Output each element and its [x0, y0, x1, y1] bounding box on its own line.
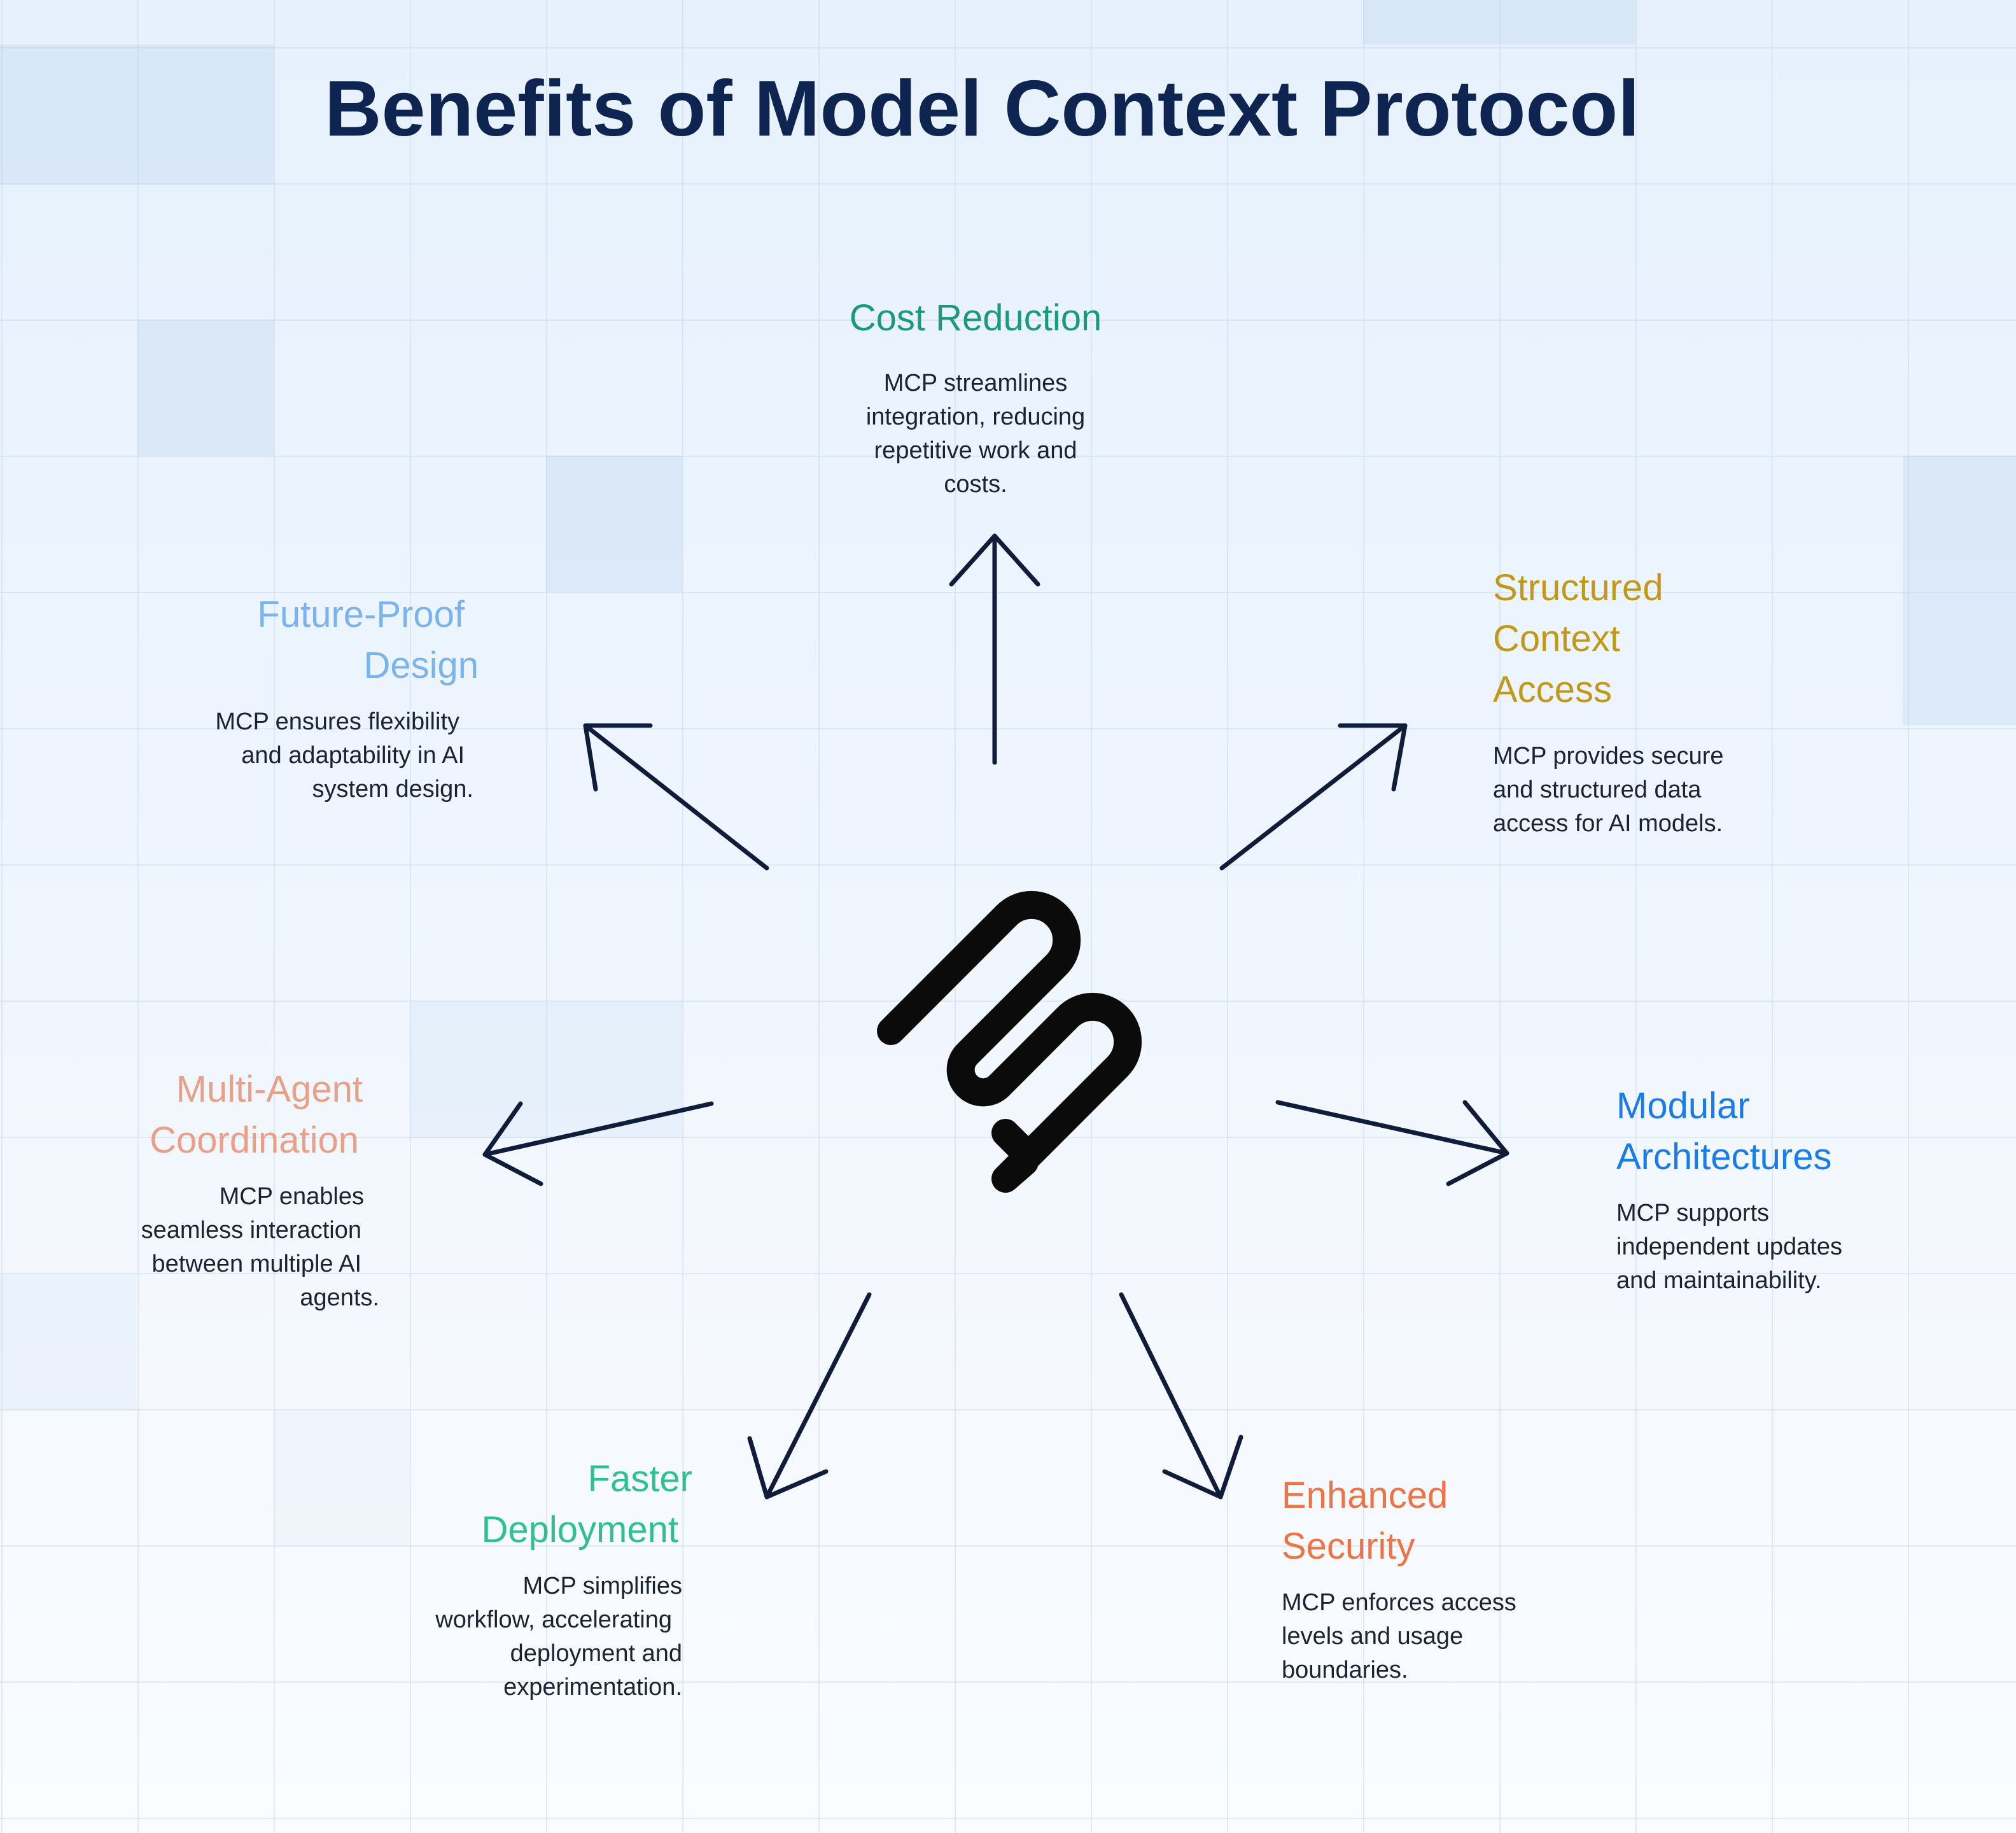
arrow-down-left: [747, 1292, 872, 1499]
desc-line: and maintainability.: [1616, 1267, 1822, 1294]
heading-line: Deployment: [481, 1509, 678, 1550]
arrow-up-right: [1219, 723, 1408, 871]
heading-line: Multi-Agent: [176, 1069, 363, 1110]
benefit-heading-modular-architectures: Modular Architectures: [1616, 1081, 1973, 1183]
heading-line: Architectures: [1616, 1136, 1832, 1177]
arrow-right: [1275, 1100, 1509, 1186]
benefit-heading-multi-agent-coordination: Multi-Agent Coordination: [95, 1064, 363, 1166]
heading-line: Future-Proof: [257, 594, 465, 635]
heading-line: Structured: [1493, 567, 1663, 608]
desc-line: seamless interaction: [141, 1217, 361, 1244]
desc-line: MCP simplifies: [522, 1573, 682, 1599]
benefit-desc-future-proof-design: MCP ensures flexibility and adaptability…: [153, 705, 473, 806]
desc-line: MCP supports: [1616, 1200, 1770, 1226]
heading-line: Context: [1493, 618, 1620, 659]
benefit-desc-enhanced-security: MCP enforces access levels and usage bou…: [1282, 1586, 1587, 1687]
desc-line: MCP ensures flexibility: [215, 708, 459, 735]
desc-line: MCP provides secure: [1493, 743, 1724, 769]
background-tile: [546, 456, 682, 592]
heading-line: Enhanced: [1282, 1475, 1448, 1516]
desc-line: system design.: [312, 776, 473, 803]
benefit-heading-faster-deployment: Faster Deployment: [369, 1454, 692, 1556]
heading-line: Design: [363, 645, 479, 686]
desc-line: MCP enables: [219, 1183, 364, 1210]
background-tile: [1363, 0, 1635, 45]
desc-line: and adaptability in AI: [241, 742, 465, 769]
benefit-desc-structured-context-access: MCP provides secure and structured data …: [1493, 740, 1824, 841]
desc-line: repetitive work and: [874, 437, 1077, 464]
benefit-heading-structured-context-access: Structured Context Access: [1493, 563, 1811, 715]
benefit-desc-modular-architectures: MCP supports independent updates and mai…: [1616, 1197, 1973, 1298]
heading-line: Coordination: [150, 1120, 359, 1161]
background-tile: [0, 1274, 136, 1410]
desc-line: and structured data: [1493, 776, 1702, 803]
heading-line: Security: [1282, 1526, 1415, 1567]
background-tile: [274, 1410, 410, 1547]
desc-line: integration, reducing: [865, 404, 1086, 430]
background-tile: [1903, 456, 2016, 726]
arrow-up-left: [583, 723, 769, 871]
heading-line: Modular: [1616, 1085, 1750, 1127]
desc-line: independent updates: [1616, 1233, 1842, 1260]
benefit-desc-multi-agent-coordination: MCP enables seamless interaction between…: [64, 1180, 379, 1315]
desc-line: access for AI models.: [1493, 810, 1723, 837]
heading-line: Access: [1493, 669, 1612, 710]
desc-line: experimentation.: [503, 1674, 682, 1701]
benefit-heading-future-proof-design: Future-Proof Design: [191, 589, 479, 691]
heading-line: Faster: [587, 1458, 692, 1499]
background-tile: [0, 45, 274, 185]
desc-line: deployment and: [510, 1640, 682, 1667]
desc-line: MCP streamlines: [883, 370, 1068, 397]
arrow-down-right: [1119, 1292, 1243, 1499]
arrow-up: [949, 533, 1040, 765]
desc-line: agents.: [300, 1284, 379, 1311]
mcp-logo-icon: [877, 890, 1142, 1193]
benefit-desc-faster-deployment: MCP simplifies workflow, accelerating de…: [356, 1570, 682, 1704]
benefit-heading-enhanced-security: Enhanced Security: [1282, 1470, 1574, 1572]
desc-line: levels and usage: [1282, 1623, 1464, 1650]
benefit-heading-cost-reduction: Cost Reduction: [849, 297, 1102, 339]
background-tile: [137, 320, 274, 456]
desc-line: boundaries.: [1282, 1657, 1408, 1683]
background-tile: [410, 1002, 682, 1138]
benefit-desc-cost-reduction: MCP streamlines integration, reducing re…: [807, 367, 1144, 502]
desc-line: workflow, accelerating: [435, 1606, 672, 1633]
desc-line: MCP enforces access: [1282, 1589, 1516, 1616]
arrow-left: [482, 1101, 714, 1186]
desc-line: between multiple AI: [151, 1251, 361, 1277]
page-title: Benefits of Model Context Protocol: [325, 65, 1640, 153]
desc-line: costs.: [944, 471, 1007, 498]
